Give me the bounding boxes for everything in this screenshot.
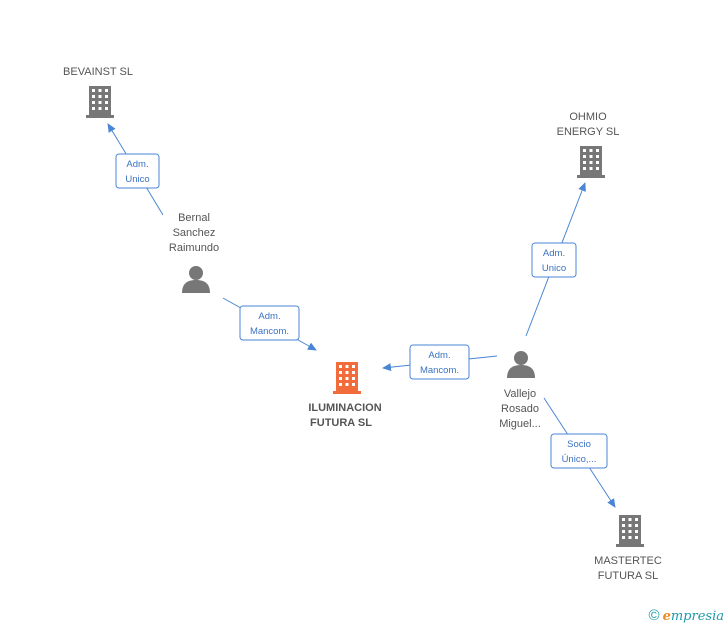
company-name: BEVAINST SL: [63, 66, 133, 78]
edge-label-line1: Adm.: [126, 159, 148, 170]
company-name-line1: MASTERTEC: [594, 555, 662, 567]
edge-label-box[interactable]: [531, 242, 577, 278]
node-bevainst[interactable]: BEVAINST SL: [63, 66, 133, 118]
person-icon: [182, 266, 210, 293]
brand-logo-text: mpresia: [670, 608, 724, 624]
edge-label-line2: Mancom.: [250, 326, 289, 337]
building-icon: [86, 86, 114, 118]
person-name-line3: Raimundo: [169, 242, 219, 254]
building-icon: [616, 515, 644, 547]
edge-vallejo-mastertec: Socio Único,...: [543, 397, 616, 508]
edge-label-line1: Adm.: [258, 311, 280, 322]
edge-label-line1: Adm.: [428, 350, 450, 361]
person-name-line1: Bernal: [178, 212, 210, 224]
edge-label-box[interactable]: [409, 344, 470, 380]
building-icon: [333, 362, 361, 394]
node-iluminacion[interactable]: ILUMINACION FUTURA SL: [308, 362, 382, 429]
edge-label-box[interactable]: [550, 433, 608, 469]
person-name-line2: Sanchez: [173, 227, 216, 239]
person-icon: [507, 351, 535, 378]
node-vallejo[interactable]: Vallejo Rosado Miguel...: [499, 351, 541, 430]
edge-vallejo-iluminacion: Adm. Mancom.: [382, 344, 498, 380]
edge-bernal-bevainst: Adm. Unico: [107, 123, 164, 216]
edge-label-box[interactable]: [239, 305, 300, 341]
company-name-line2: ENERGY SL: [557, 126, 620, 138]
company-name-line1: ILUMINACION: [308, 402, 381, 414]
company-name-line2: FUTURA SL: [598, 570, 659, 582]
person-name-line1: Vallejo: [504, 388, 536, 400]
node-mastertec[interactable]: MASTERTEC FUTURA SL: [594, 515, 662, 582]
edge-bernal-iluminacion: Adm. Mancom.: [222, 297, 317, 351]
brand-logo-e: e: [662, 608, 671, 624]
node-bernal[interactable]: Bernal Sanchez Raimundo: [169, 212, 219, 293]
edge-label-line1: Adm.: [543, 248, 565, 259]
brand-footer: © empresia: [649, 607, 724, 624]
building-icon: [577, 146, 605, 178]
company-name-line2: FUTURA SL: [310, 417, 372, 429]
brand-logo[interactable]: empresia: [663, 608, 724, 624]
company-name-line1: OHMIO: [569, 111, 607, 123]
edge-label-line2: Único,...: [562, 454, 597, 465]
edge-label-line2: Unico: [125, 174, 149, 185]
node-ohmio[interactable]: OHMIO ENERGY SL: [557, 111, 620, 178]
edge-label-line1: Socio: [567, 439, 591, 450]
copyright-icon: ©: [648, 607, 660, 624]
person-name-line2: Rosado: [501, 403, 539, 415]
edge-label-line2: Unico: [542, 263, 566, 274]
edge-vallejo-ohmio: Adm. Unico: [525, 182, 586, 337]
edge-label-box[interactable]: [115, 153, 160, 189]
edge-label-line2: Mancom.: [420, 365, 459, 376]
person-name-line3: Miguel...: [499, 418, 541, 430]
